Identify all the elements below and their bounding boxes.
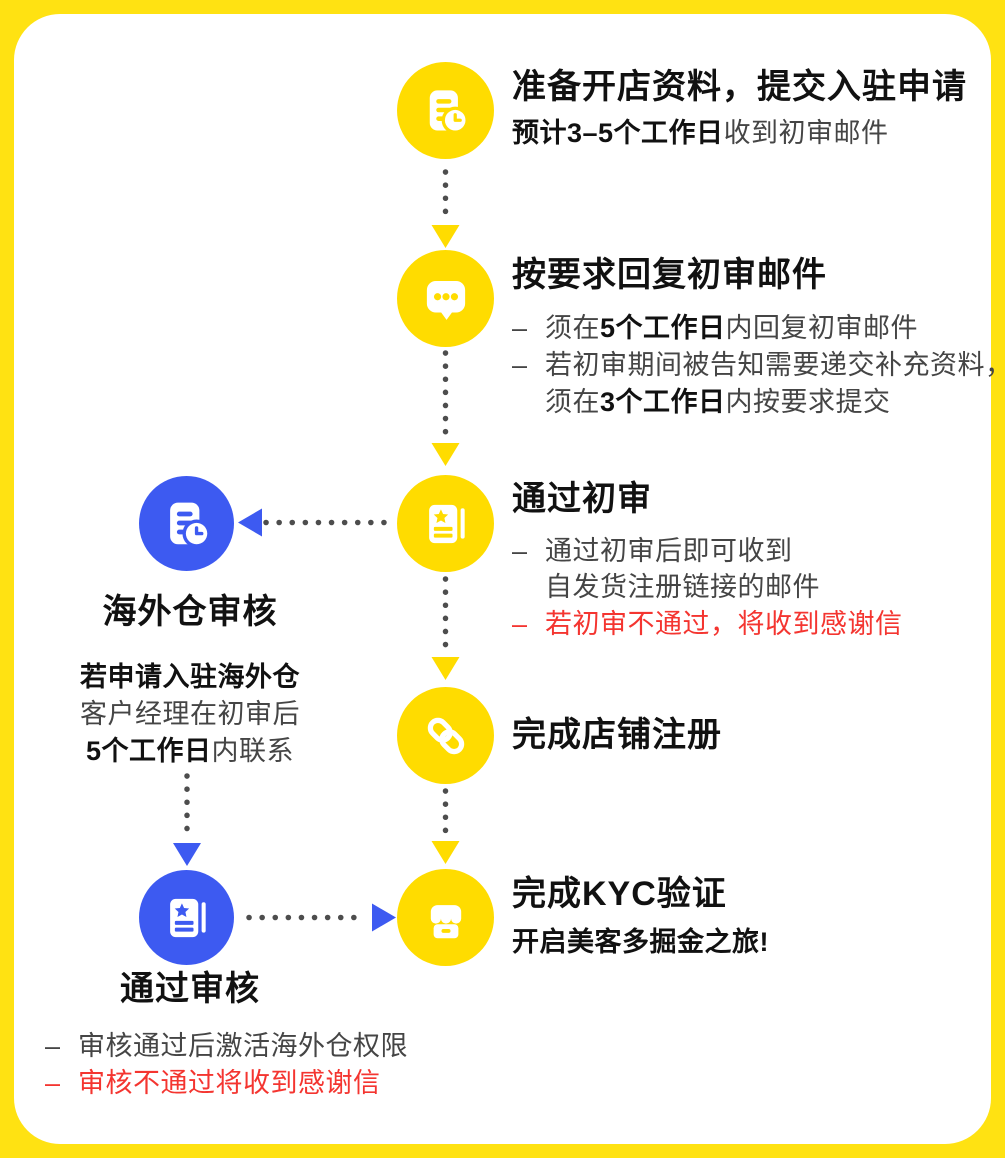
step3-node (397, 475, 494, 572)
certificate-star-icon (428, 504, 465, 543)
warehouse-review-note: 若申请入驻海外仓 客户经理在初审后 5个工作日内联系 (20, 659, 360, 770)
review-passed-node (139, 870, 234, 965)
step3-title: 通过初审 (512, 480, 652, 518)
step1-node (397, 62, 494, 159)
certificate-star-icon (169, 898, 206, 937)
step2-title: 按要求回复初审邮件 (512, 256, 827, 294)
review-passed-heading: 通过审核 (120, 970, 260, 1008)
step2-bullet2-line2: 须在3个工作日内按要求提交 (545, 387, 891, 417)
step4-title: 完成店铺注册 (512, 716, 722, 754)
chat-dots-icon (426, 280, 465, 320)
step5-node (397, 869, 494, 966)
step2-node (397, 250, 494, 347)
step1-title: 准备开店资料，提交入驻申请 (512, 68, 967, 106)
document-clock-icon (169, 502, 211, 548)
storefront-icon (430, 904, 461, 938)
review-passed-bullet1: –审核通过后激活海外仓权限 (45, 1031, 408, 1061)
step4-node (397, 687, 494, 784)
warehouse-review-node (139, 476, 234, 571)
warehouse-review-heading: 海外仓审核 (102, 593, 278, 631)
step3-bullet2-red: –若初审不通过，将收到感谢信 (512, 609, 903, 639)
warehouse-note-line2: 客户经理在初审后 (80, 699, 300, 729)
warehouse-note-line3: 5个工作日内联系 (85, 736, 295, 766)
step3-bullet1-line2: 自发货注册链接的邮件 (545, 572, 820, 602)
warehouse-note-line1: 若申请入驻海外仓 (80, 662, 300, 692)
document-clock-icon (429, 89, 469, 134)
chain-link-icon (427, 717, 464, 754)
step2-bullet1: –须在5个工作日内回复初审邮件 (512, 313, 919, 343)
step5-title: 完成KYC验证 (512, 875, 727, 913)
step1-subtitle: 预计3–5个工作日收到初审邮件 (512, 118, 889, 148)
step3-bullet1-line1: –通过初审后即可收到 (512, 536, 793, 566)
step5-subtitle: 开启美客多掘金之旅! (512, 927, 769, 957)
step2-bullet2-line1: –若初审期间被告知需要递交补充资料， (512, 350, 1005, 380)
review-passed-bullet2-red: –审核不通过将收到感谢信 (45, 1068, 381, 1098)
